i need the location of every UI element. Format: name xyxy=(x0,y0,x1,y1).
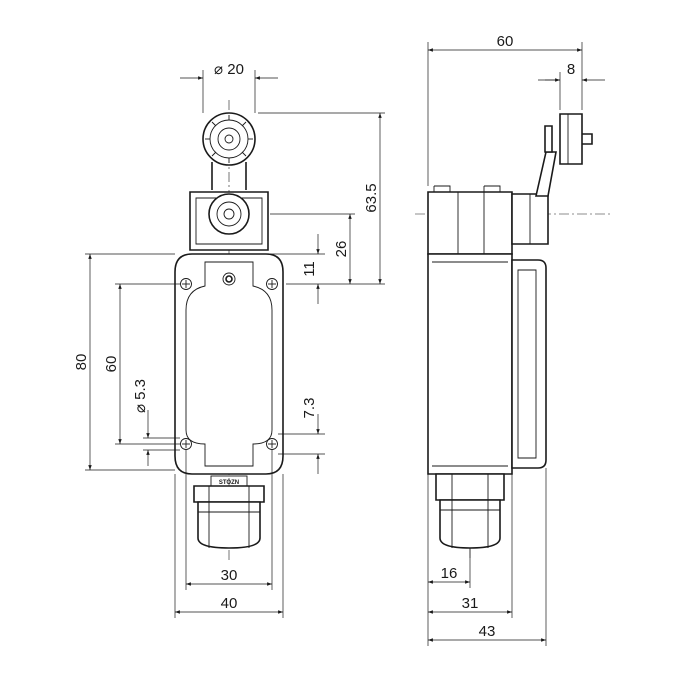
dim-gland-offset: 16 xyxy=(427,474,471,646)
dim-shaft-height-text: 26 xyxy=(333,241,350,258)
dim-hole-spacing-v-text: 60 xyxy=(103,356,120,373)
dim-roller-width: 8 xyxy=(538,61,605,110)
dim-hole-spacing-h-text: 30 xyxy=(221,567,238,584)
side-body xyxy=(427,253,547,475)
dim-shaft-height: 26 xyxy=(270,213,355,284)
actuator-head xyxy=(189,191,269,251)
dim-body-height-text: 80 xyxy=(73,354,90,371)
front-view: STOZN ⌀ 20 63.5 26 xyxy=(73,61,385,618)
dim-total-height: 63.5 xyxy=(258,112,385,285)
dim-gland-offset-text: 16 xyxy=(441,565,458,582)
dim-body-height: 80 xyxy=(73,253,175,471)
lever-arm xyxy=(211,162,247,190)
dim-total-depth: 43 xyxy=(428,468,547,646)
dim-body-depth: 31 xyxy=(428,474,513,618)
dim-hole-diameter-text: ⌀ 5.3 xyxy=(132,379,149,413)
side-cable-gland xyxy=(435,473,505,549)
dim-total-width: 60 xyxy=(427,33,583,186)
dim-roller-diameter-text: ⌀ 20 xyxy=(214,61,244,78)
side-view: 60 8 16 31 43 xyxy=(415,33,610,646)
roller-wheel xyxy=(202,112,256,166)
dim-mount-offset: 11 xyxy=(268,234,325,304)
dim-hole-offset-text: 7.3 xyxy=(301,398,318,419)
mounting-holes xyxy=(180,278,278,450)
dim-total-height-text: 63.5 xyxy=(363,183,380,212)
dim-mount-offset-text: 11 xyxy=(301,261,318,277)
dim-body-width: 40 xyxy=(174,474,284,618)
dim-total-depth-text: 43 xyxy=(479,623,496,640)
dim-total-width-text: 60 xyxy=(497,33,514,50)
dim-roller-width-text: 8 xyxy=(567,61,575,78)
dim-body-width-text: 40 xyxy=(221,595,238,612)
dim-hole-diameter: ⌀ 5.3 xyxy=(132,379,180,466)
brand-label: STOZN xyxy=(219,480,239,486)
side-actuator-head xyxy=(427,185,549,255)
dim-roller-diameter: ⌀ 20 xyxy=(180,61,278,113)
dim-hole-spacing-v: 60 xyxy=(103,283,180,445)
dim-body-depth-text: 31 xyxy=(462,595,479,612)
dim-hole-offset: 7.3 xyxy=(278,398,325,474)
switch-body xyxy=(174,253,284,475)
dim-hole-spacing-h: 30 xyxy=(185,450,273,590)
cable-gland xyxy=(193,485,265,549)
side-lever-roller xyxy=(534,113,593,197)
